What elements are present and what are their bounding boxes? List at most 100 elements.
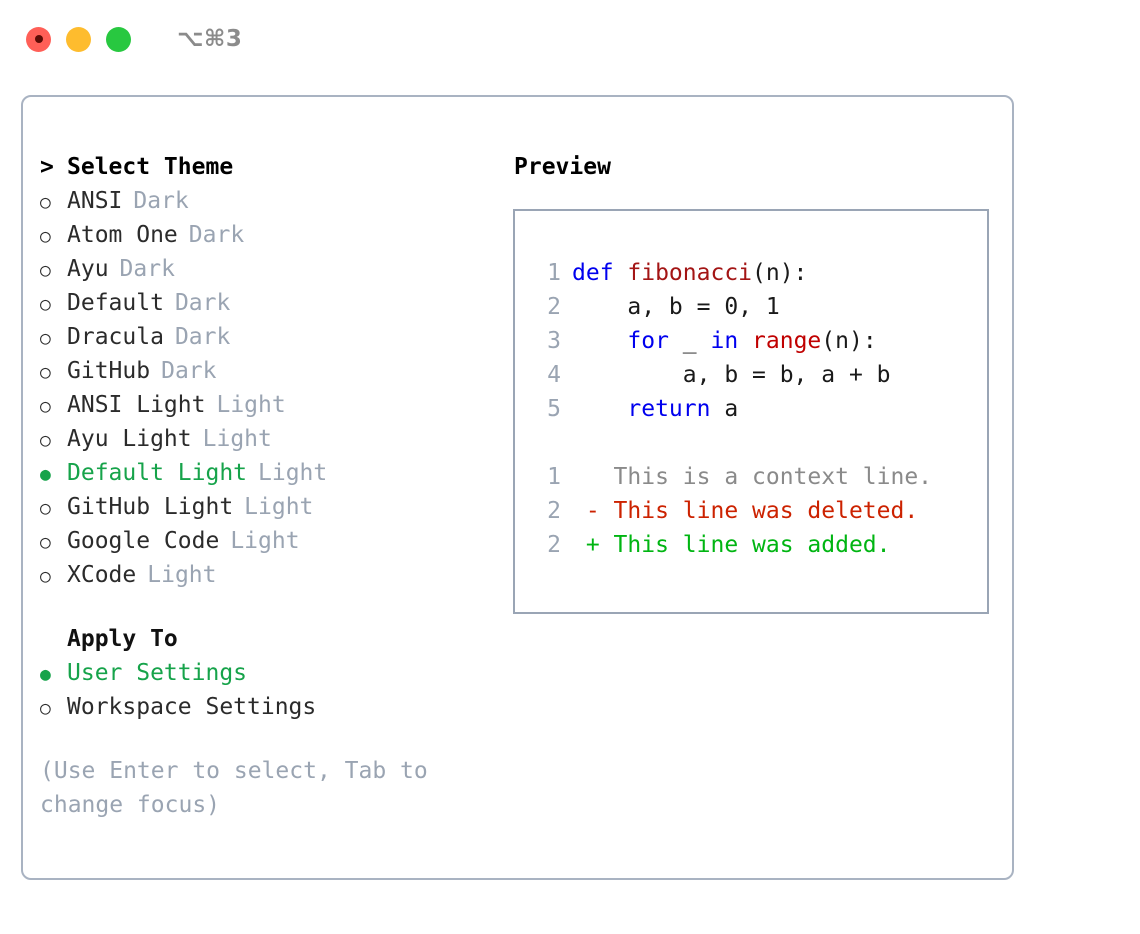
keyboard-hint: (Use Enter to select, Tab to change focu… (40, 758, 428, 818)
theme-name-label: Ayu Light (67, 426, 192, 452)
line-number: 5 (547, 396, 561, 422)
theme-list-item[interactable]: ○ GitHub Dark (40, 354, 493, 388)
code-token: a, b = b, a + b (572, 362, 891, 388)
line-number: 3 (547, 328, 561, 354)
theme-kind-label: Light (244, 494, 314, 520)
theme-name-label: Default Light (67, 460, 248, 486)
code-token (738, 324, 752, 358)
theme-kind-label: Dark (188, 222, 245, 248)
maximize-button[interactable] (106, 26, 131, 52)
diff-text: + This line was added. (572, 532, 891, 558)
radio-unselected-icon: ○ (40, 430, 51, 451)
theme-kind-label: Dark (174, 290, 231, 316)
diff-line: 2 + This line was added. (531, 528, 987, 562)
radio-unselected-icon: ○ (40, 396, 51, 417)
theme-kind-label: Dark (119, 256, 175, 282)
line-number: 1 (547, 464, 561, 490)
code-token: (n): (821, 328, 877, 354)
apply-to-item[interactable]: ● User Settings (40, 656, 493, 690)
code-token: for (627, 328, 669, 354)
theme-name-label: GitHub (67, 358, 151, 384)
theme-list-item[interactable]: ○ Google Code Light (40, 524, 493, 558)
diff-block: 1 This is a context line. 2 - This line w… (531, 460, 987, 562)
theme-kind-label: Light (230, 528, 300, 554)
radio-unselected-icon: ○ (40, 532, 51, 553)
section-spacer (40, 592, 493, 622)
line-number: 1 (547, 260, 561, 286)
theme-name-label: ANSI (67, 188, 123, 214)
radio-unselected-icon: ○ (40, 226, 51, 247)
theme-kind-label: Dark (174, 324, 231, 350)
radio-selected-icon: ● (40, 664, 51, 685)
diff-text: This is a context line. (572, 464, 933, 490)
code-token: a (710, 396, 739, 422)
code-line: 2 a, b = 0, 1 (531, 290, 987, 324)
theme-list-item[interactable]: ○ Atom One Dark (40, 218, 493, 252)
theme-list-item[interactable]: ○ Ayu Light Light (40, 422, 493, 456)
select-theme-header: > Select Theme (40, 150, 493, 184)
code-token: fibonacci (627, 260, 753, 286)
radio-unselected-icon: ○ (40, 566, 51, 587)
apply-to-list: ● User Settings ○ Workspace Settings (40, 656, 493, 724)
radio-unselected-icon: ○ (40, 192, 51, 213)
theme-kind-label: Light (216, 392, 286, 418)
theme-name-label: ANSI Light (67, 392, 206, 418)
radio-unselected-icon: ○ (40, 698, 51, 719)
theme-kind-label: Light (147, 562, 217, 588)
theme-name-label: GitHub Light (67, 494, 234, 520)
code-line: 4 a, b = b, a + b (531, 358, 987, 392)
minimize-button[interactable] (66, 26, 91, 52)
code-spacer (531, 426, 987, 460)
code-token: def (572, 260, 628, 286)
radio-unselected-icon: ○ (40, 294, 51, 315)
theme-name-label: Atom One (67, 222, 178, 248)
theme-list-item[interactable]: ○ GitHub Light Light (40, 490, 493, 524)
radio-unselected-icon: ○ (40, 362, 51, 383)
diff-text: - This line was deleted. (572, 498, 919, 524)
radio-unselected-icon: ○ (40, 260, 51, 281)
theme-name-label: Google Code (67, 528, 220, 554)
code-token (572, 392, 627, 426)
close-icon (34, 35, 43, 43)
keyboard-shortcut-label: ⌥⌘3 (177, 26, 243, 52)
close-button[interactable] (26, 26, 51, 52)
theme-name-label: Ayu (67, 256, 109, 282)
line-number: 4 (547, 362, 561, 388)
radio-unselected-icon: ○ (40, 498, 51, 519)
code-line: 3 for _ in range(n): (531, 324, 987, 358)
traffic-light-group (26, 26, 131, 52)
line-number: 2 (547, 294, 561, 320)
apply-to-item[interactable]: ○ Workspace Settings (40, 690, 493, 724)
theme-kind-label: Dark (161, 358, 217, 384)
page-title: Select Theme (67, 154, 234, 180)
line-number: 2 (547, 498, 561, 524)
preview-title: Preview (514, 154, 611, 180)
theme-list-item[interactable]: ○ Ayu Dark (40, 252, 493, 286)
theme-kind-label: Light (202, 426, 272, 452)
code-token (572, 324, 627, 358)
code-token: _ (668, 328, 711, 354)
theme-list-item[interactable]: ○ ANSI Light Light (40, 388, 493, 422)
theme-name-label: Default (67, 290, 164, 316)
code-token: return (627, 396, 711, 422)
apply-to-label-text: Workspace Settings (67, 694, 317, 720)
theme-kind-label: Light (258, 460, 328, 486)
theme-list-item[interactable]: ○ Default Dark (40, 286, 493, 320)
apply-to-label-text: User Settings (67, 660, 248, 686)
theme-list-item[interactable]: ● Default Light Light (40, 456, 493, 490)
radio-selected-icon: ● (40, 464, 51, 485)
apply-to-label: Apply To (67, 626, 178, 652)
line-number: 2 (547, 532, 561, 558)
diff-line: 2 - This line was deleted. (531, 494, 987, 528)
